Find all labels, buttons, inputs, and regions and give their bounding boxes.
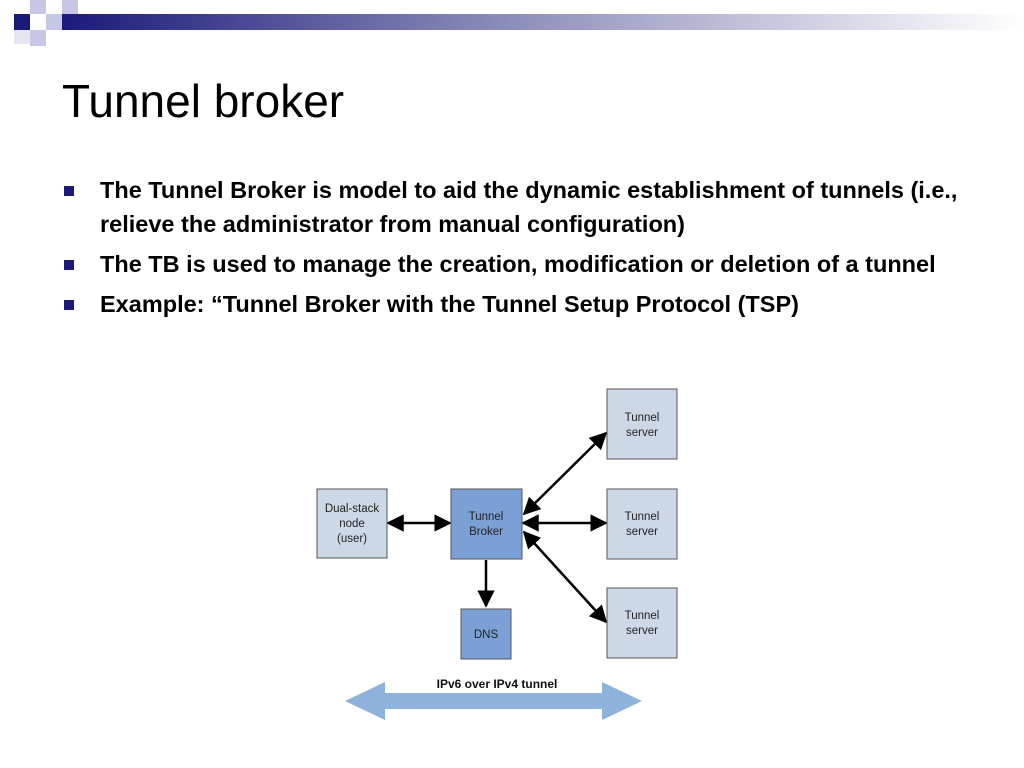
- broker-label: Tunnel: [469, 511, 504, 523]
- dns-node: DNS: [460, 608, 512, 660]
- bullet-list: The Tunnel Broker is model to aid the dy…: [60, 173, 980, 327]
- tunnel-server-top: Tunnel server: [606, 388, 678, 460]
- dual-stack-label: node: [339, 518, 365, 530]
- bullet-text: Example: “Tunnel Broker with the Tunnel …: [100, 291, 799, 317]
- slide-title: Tunnel broker: [62, 75, 345, 127]
- broker-server-bottom-link: [522, 530, 608, 624]
- tunnel-label: IPv6 over IPv4 tunnel: [437, 677, 558, 691]
- bullet-square-icon: [64, 186, 74, 196]
- server-label: server: [626, 625, 658, 637]
- bullet-item: Example: “Tunnel Broker with the Tunnel …: [60, 287, 980, 321]
- server-label: server: [626, 427, 658, 439]
- tunnel-broker-node: Tunnel Broker: [450, 488, 523, 560]
- bullet-text: The TB is used to manage the creation, m…: [100, 251, 936, 277]
- header-decoration: [14, 0, 1024, 46]
- bullet-square-icon: [64, 260, 74, 270]
- bullet-text: The Tunnel Broker is model to aid the dy…: [100, 177, 958, 237]
- broker-server-top-link: [522, 431, 608, 516]
- bullet-item: The Tunnel Broker is model to aid the dy…: [60, 173, 980, 241]
- server-label: Tunnel: [625, 412, 660, 424]
- bullet-item: The TB is used to manage the creation, m…: [60, 247, 980, 281]
- bullet-square-icon: [64, 300, 74, 310]
- tunnel-server-bottom: Tunnel server: [606, 587, 678, 659]
- dual-stack-node: Dual-stack node (user): [316, 488, 388, 559]
- dual-stack-label: Dual-stack: [325, 503, 380, 515]
- tunnel-server-mid: Tunnel server: [606, 488, 678, 560]
- dual-stack-label: (user): [337, 533, 367, 545]
- overlay-cover: [290, 387, 610, 397]
- broker-label: Broker: [469, 526, 503, 538]
- server-label: Tunnel: [625, 610, 660, 622]
- tunnel-arrow: IPv6 over IPv4 tunnel: [345, 677, 642, 720]
- server-label: Tunnel: [625, 511, 660, 523]
- dns-label: DNS: [474, 629, 499, 641]
- server-label: server: [626, 526, 658, 538]
